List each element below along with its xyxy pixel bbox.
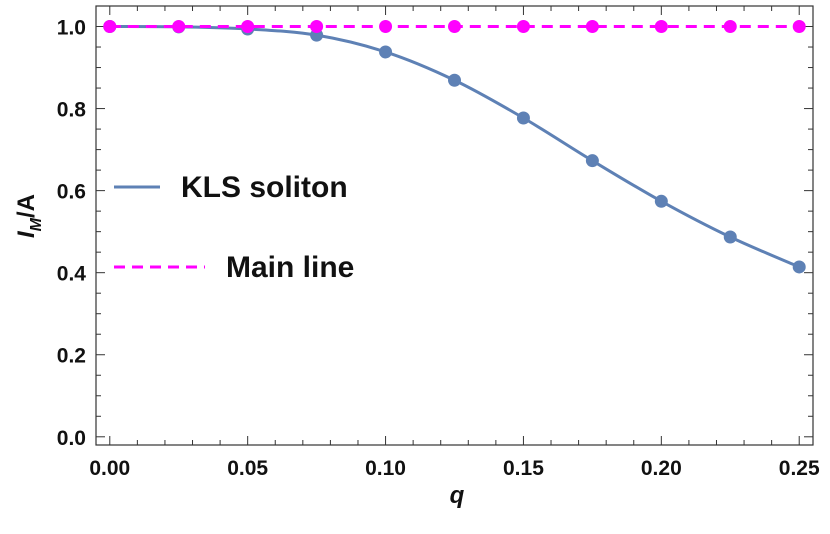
plot-frame <box>95 5 814 446</box>
data-point-main-line <box>585 20 599 34</box>
y-axis-title-main: I <box>13 230 40 238</box>
series-layer <box>103 20 806 274</box>
data-point-main-line <box>792 20 806 34</box>
tick-labels: 0.00 0.05 0.10 0.15 0.20 0.25 0.0 0.2 0.4 0.6 0.8 1… <box>57 17 820 480</box>
legend-label-kls-soliton: KLS soliton <box>181 171 348 204</box>
x-tick-label: 0.20 <box>641 457 682 480</box>
legend: KLS soliton Main line <box>114 171 354 284</box>
x-axis-title: q <box>450 482 465 509</box>
y-axis-title-subscript: M <box>28 217 45 231</box>
y-tick-label: 0.2 <box>57 345 86 368</box>
y-axis-title: IM/A <box>13 194 45 238</box>
data-point-kls-soliton <box>585 154 599 168</box>
y-tick-label: 0.8 <box>57 99 87 122</box>
data-point-main-line <box>723 20 737 34</box>
data-point-kls-soliton <box>516 111 530 125</box>
data-point-kls-soliton <box>792 260 806 274</box>
data-point-kls-soliton <box>654 194 668 208</box>
data-point-main-line <box>379 20 393 34</box>
data-point-kls-soliton <box>723 230 737 244</box>
y-tick-label: 1.0 <box>57 17 86 40</box>
y-tick-label: 0.6 <box>57 181 86 204</box>
data-point-kls-soliton <box>448 73 461 87</box>
data-point-main-line <box>310 20 324 34</box>
data-point-main-line <box>172 20 186 34</box>
data-point-main-line <box>103 20 117 34</box>
y-tick-label: 0.4 <box>57 263 87 286</box>
y-axis-title-suffix: /A <box>13 194 40 218</box>
data-point-main-line <box>241 20 255 34</box>
data-point-kls-soliton <box>379 45 393 59</box>
y-tick-label: 0.0 <box>57 427 86 450</box>
x-tick-label: 0.10 <box>365 457 406 480</box>
x-tick-label: 0.25 <box>779 457 820 480</box>
data-point-main-line <box>448 20 461 34</box>
plot-border <box>95 5 814 446</box>
x-tick-label: 0.00 <box>89 457 130 480</box>
data-point-main-line <box>516 20 530 34</box>
axis-ticks <box>96 6 813 445</box>
series-line-kls-soliton <box>109 25 800 269</box>
x-tick-label: 0.05 <box>227 457 268 480</box>
data-point-main-line <box>654 20 668 34</box>
x-tick-label: 0.15 <box>503 457 544 480</box>
legend-label-main-line: Main line <box>226 251 354 284</box>
